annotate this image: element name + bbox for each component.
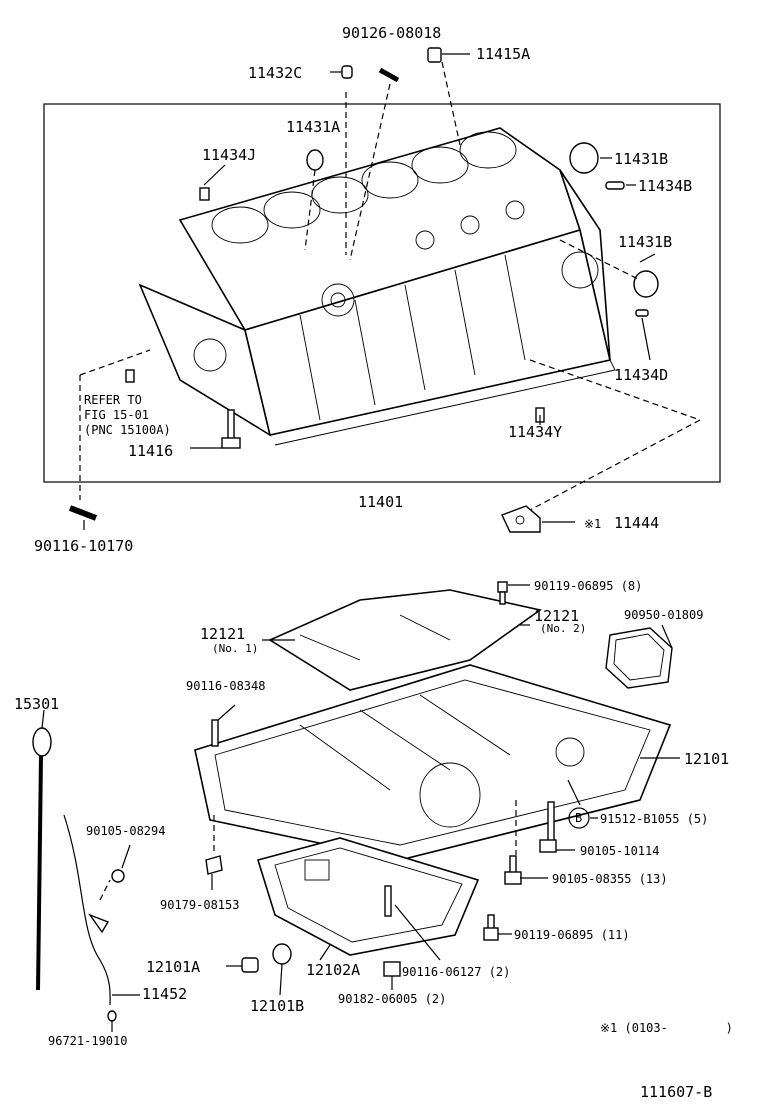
label-90105-10114: 90105-10114: [580, 844, 659, 858]
callout-b-circle: [568, 807, 590, 829]
label-12121-left: 12121: [200, 625, 245, 643]
label-11434d: 11434D: [614, 366, 668, 384]
label-90126-08018: 90126-08018: [342, 24, 441, 42]
label-15301: 15301: [14, 695, 59, 713]
cylinder-block-drawing: [138, 127, 616, 446]
part-11434j-pin: [199, 187, 210, 201]
label-11432c: 11432C: [248, 64, 302, 82]
label-b-mark: B: [575, 811, 582, 825]
label-11444-mark: ※1: [584, 517, 601, 531]
label-90116-06127: 90116-06127 (2): [402, 965, 510, 979]
label-90119-06895-11: 90119-06895 (11): [514, 928, 630, 942]
label-11415a: 11415A: [476, 45, 530, 63]
part-11431a-plug: [306, 149, 324, 171]
label-96721-19010: 96721-19010: [48, 1034, 127, 1048]
part-90105-10114-bolt: [539, 839, 557, 853]
label-11434j: 11434J: [202, 146, 256, 164]
label-90105-08355: 90105-08355 (13): [552, 872, 668, 886]
label-11431b-mid: 11431B: [618, 233, 672, 251]
oil-pan-drawing: [194, 664, 672, 861]
label-11431b-top: 11431B: [614, 150, 668, 168]
label-90950-01809: 90950-01809: [624, 608, 703, 622]
label-refer-pnc: (PNC 15100A): [84, 423, 171, 437]
label-90105-08294: 90105-08294: [86, 824, 165, 838]
label-90116-08348: 90116-08348: [186, 679, 265, 693]
part-90116-10170-stud: [68, 505, 98, 521]
oil-baffle-drawing: [268, 589, 542, 691]
part-90116-08348-stud: [211, 719, 219, 747]
part-90105-08355-bolt: [504, 871, 522, 885]
part-90119-bolt-8: [497, 581, 508, 593]
part-11431b-plug-top: [569, 142, 599, 174]
part-11432c-plug: [341, 65, 353, 79]
part-11434b-pin: [605, 181, 625, 190]
footer-note: ※1 (0103- ): [600, 1021, 733, 1035]
label-12121-right-sub: (No. 2): [540, 622, 586, 635]
figure-id: 111607-B: [640, 1083, 712, 1101]
label-12121-left-sub: (No. 1): [212, 642, 258, 655]
label-91512-b1055: 91512-B1055 (5): [600, 812, 708, 826]
label-90182-06005: 90182-06005 (2): [338, 992, 446, 1006]
label-11434y: 11434Y: [508, 423, 562, 441]
label-90116-10170: 90116-10170: [34, 537, 133, 555]
part-91512-bolt: [547, 801, 555, 843]
label-11444: 11444: [614, 514, 659, 532]
label-11434b: 11434B: [638, 177, 692, 195]
part-12101b-gasket: [272, 943, 292, 965]
label-12101a: 12101A: [146, 958, 200, 976]
part-11415a-plug: [427, 47, 442, 63]
label-11401: 11401: [358, 493, 403, 511]
label-12121-right: 12121: [534, 607, 579, 625]
lower-oil-pan-drawing: [256, 837, 480, 956]
label-11416: 11416: [128, 442, 173, 460]
part-11452-guide: [63, 814, 111, 1006]
part-90126-stud: [378, 67, 400, 83]
part-11416-bolt: [227, 409, 235, 441]
part-90119-bolt-11: [483, 927, 499, 941]
part-90179-plug: [205, 855, 223, 875]
part-90182-nut: [383, 961, 401, 977]
part-refer-pin: [125, 369, 135, 383]
part-12101a-plug: [241, 957, 259, 973]
label-refer-fig: FIG 15-01: [84, 408, 149, 422]
part-90116-06127-stud: [384, 885, 392, 917]
label-12101: 12101: [684, 750, 729, 768]
part-11444-plate: [501, 505, 541, 533]
part-15301-dipstick: [32, 727, 52, 991]
label-11431a: 11431A: [286, 118, 340, 136]
block-frame: [43, 103, 721, 483]
part-11431b-plug-mid: [633, 270, 659, 298]
label-12101b: 12101B: [250, 997, 304, 1015]
label-12102a: 12102A: [306, 961, 360, 979]
label-11452: 11452: [142, 985, 187, 1003]
label-refer-to: REFER TO: [84, 393, 142, 407]
label-90119-06895-8: 90119-06895 (8): [534, 579, 642, 593]
label-90179-08153: 90179-08153: [160, 898, 239, 912]
part-90105-08294-bolt: [111, 869, 125, 883]
part-11434d-pin: [635, 309, 649, 317]
